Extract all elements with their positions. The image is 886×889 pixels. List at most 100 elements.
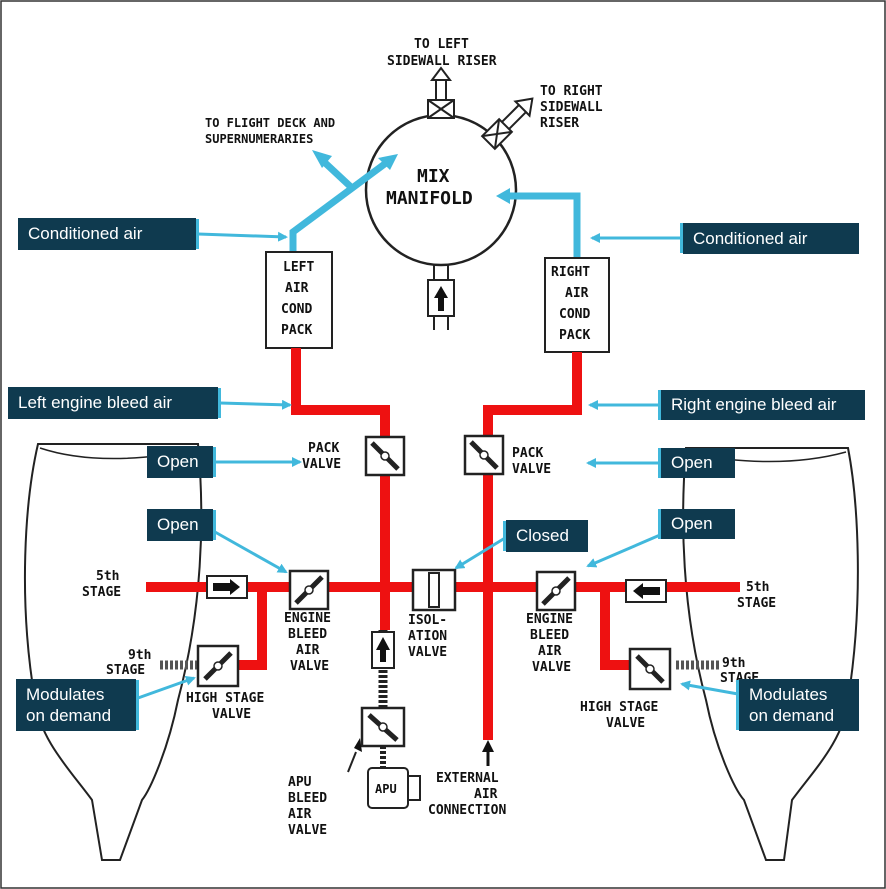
callout-left-engine-bleed-air: Left engine bleed air — [8, 387, 218, 419]
svg-text:APU: APU — [288, 775, 312, 790]
svg-text:COND: COND — [281, 302, 312, 317]
callout-right-engine-bleed-air: Right engine bleed air — [661, 390, 865, 420]
svg-text:CONNECTION: CONNECTION — [428, 803, 506, 818]
svg-text:VALVE: VALVE — [512, 462, 551, 477]
left-9th-stage-label: 9th STAGE — [106, 648, 151, 678]
callout-modulates-left-line1: Modulates — [26, 684, 105, 704]
svg-text:SIDEWALL: SIDEWALL — [540, 100, 603, 115]
arrow-cond-left — [197, 231, 288, 242]
callout-arrows — [137, 231, 739, 700]
right-high-stage-valve — [628, 647, 672, 691]
svg-text:PACK: PACK — [559, 328, 590, 343]
external-air-connection-label: EXTERNAL AIR CONNECTION — [428, 771, 506, 818]
svg-text:TO LEFT: TO LEFT — [414, 37, 469, 52]
right-high-stage-valve-label: HIGH STAGE VALVE — [580, 700, 658, 731]
svg-text:ENGINE: ENGINE — [284, 611, 331, 626]
apu-bleed-air-valve-label: APU BLEED AIR VALVE — [288, 775, 327, 838]
left-conditioned-air-line — [289, 157, 393, 252]
callout-open-pack-left: Open — [147, 446, 213, 478]
manifold-inlet-arrow-icon — [434, 286, 448, 311]
left-pack-valve — [364, 435, 406, 477]
apu-flow-arrow-icon — [376, 637, 390, 662]
arrow-open-ebv-right — [586, 533, 661, 568]
flight-deck-air-line — [319, 157, 355, 191]
svg-text:MANIFOLD: MANIFOLD — [386, 188, 473, 209]
svg-text:HIGH STAGE: HIGH STAGE — [186, 691, 264, 706]
svg-text:HIGH STAGE: HIGH STAGE — [580, 700, 658, 715]
flight-deck-label: TO FLIGHT DECK AND SUPERNUMERARIES — [205, 116, 335, 146]
svg-text:PACK: PACK — [512, 446, 543, 461]
to-right-sidewall-riser-label: TO RIGHT SIDEWALL RISER — [540, 84, 603, 131]
svg-text:AIR: AIR — [296, 643, 320, 658]
svg-text:VALVE: VALVE — [302, 457, 341, 472]
svg-text:VALVE: VALVE — [288, 823, 327, 838]
left-air-cond-pack — [265, 251, 333, 349]
arrow-closed-iso — [454, 536, 506, 570]
isolation-valve — [411, 568, 457, 612]
callout-conditioned-air-right: Conditioned air — [683, 223, 859, 254]
svg-text:VALVE: VALVE — [290, 659, 329, 674]
callout-conditioned-air-left: Conditioned air — [18, 218, 196, 250]
left-5th-stage-label: 5th STAGE — [82, 569, 121, 600]
right-engine-bleed-air-valve — [535, 570, 577, 612]
callout-modulates-left: Modulates on demand — [16, 679, 136, 731]
svg-text:AIR: AIR — [474, 787, 498, 802]
svg-text:BLEED: BLEED — [288, 791, 327, 806]
isolation-valve-label: ISOL- ATION VALVE — [408, 613, 447, 660]
svg-text:TO RIGHT: TO RIGHT — [540, 84, 603, 99]
left-engine-nacelle — [23, 443, 203, 861]
arrow-mod-right — [680, 680, 739, 696]
callout-open-pack-right: Open — [661, 448, 735, 478]
svg-text:COND: COND — [559, 307, 590, 322]
right-conditioned-air-line — [508, 192, 581, 258]
svg-text:ENGINE: ENGINE — [526, 612, 573, 627]
svg-text:ISOL-: ISOL- — [408, 613, 447, 628]
svg-text:STAGE: STAGE — [737, 596, 776, 611]
svg-text:5th: 5th — [746, 580, 769, 595]
svg-text:9th: 9th — [128, 648, 151, 663]
left-pack-label: LEFT AIR COND PACK — [281, 260, 314, 338]
svg-text:MIX: MIX — [417, 166, 450, 187]
callout-modulates-right: Modulates on demand — [739, 679, 859, 731]
left-pack-valve-label: PACK VALVE — [302, 441, 341, 472]
svg-text:5th: 5th — [96, 569, 119, 584]
to-left-sidewall-riser-label: TO LEFT SIDEWALL RISER — [387, 37, 497, 69]
svg-text:RIGHT: RIGHT — [551, 265, 590, 280]
svg-text:VALVE: VALVE — [606, 716, 645, 731]
mix-manifold-label: MIX MANIFOLD — [386, 166, 473, 209]
left-high-stage-valve-label: HIGH STAGE VALVE — [186, 691, 264, 722]
svg-text:SUPERNUMERARIES: SUPERNUMERARIES — [205, 132, 313, 146]
callout-open-ebv-right: Open — [661, 509, 735, 539]
right-pack-valve — [463, 434, 505, 476]
callout-closed-isolation: Closed — [506, 520, 588, 552]
right-pack-label: RIGHT AIR COND PACK — [551, 265, 590, 343]
svg-text:EXTERNAL: EXTERNAL — [436, 771, 499, 786]
svg-text:AIR: AIR — [538, 644, 562, 659]
svg-text:STAGE: STAGE — [106, 663, 145, 678]
svg-text:VALVE: VALVE — [408, 645, 447, 660]
svg-text:9th: 9th — [722, 656, 745, 671]
arrow-bleed-left — [219, 399, 292, 410]
arrow-open-ebv-left — [214, 530, 288, 574]
svg-text:ATION: ATION — [408, 629, 447, 644]
external-air-arrow-icon — [482, 740, 494, 752]
apu-bleed-air-valve — [360, 706, 406, 748]
svg-text:BLEED: BLEED — [288, 627, 327, 642]
callout-modulates-right-line1: Modulates — [749, 684, 828, 704]
left-riser-arrow-icon — [430, 66, 452, 81]
callout-open-ebv-left: Open — [147, 509, 213, 541]
apu-unit-label: APU — [375, 782, 397, 796]
svg-text:AIR: AIR — [285, 281, 309, 296]
right-5th-stage-label: 5th STAGE — [737, 580, 776, 611]
callout-modulates-left-line2: on demand — [26, 706, 112, 725]
left-high-stage-valve — [196, 644, 240, 688]
arrow-mod-left — [137, 675, 196, 700]
left-engine-bleed-air-valve — [288, 569, 330, 611]
right-air-cond-pack — [544, 257, 610, 353]
svg-text:RISER: RISER — [540, 116, 579, 131]
callout-modulates-right-line2: on demand — [749, 706, 835, 725]
svg-text:SIDEWALL RISER: SIDEWALL RISER — [387, 54, 497, 69]
